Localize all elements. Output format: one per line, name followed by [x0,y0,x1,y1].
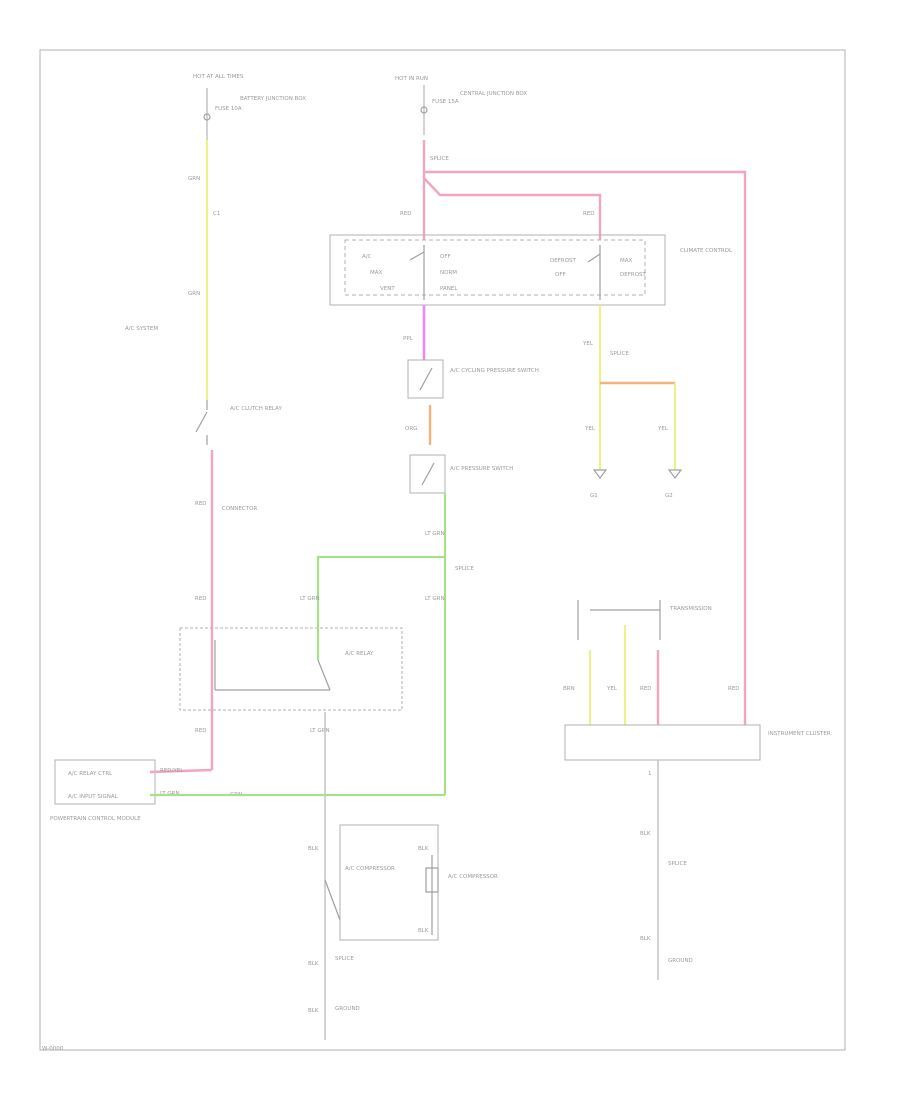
fuse-left-top: HOT AT ALL TIMES [193,74,244,80]
fuse-icon [203,113,211,121]
wire-comp-5: BLK [308,1008,319,1014]
ground-icon [592,469,608,479]
conn-left-1: C1 [213,211,220,217]
ground-icon [667,469,683,479]
wire-left-1: GRN [188,176,200,182]
ctrl-row-3b: NORM [440,270,457,276]
center-fuse-block: HOT IN RUN FUSE 15A CENTRAL JUNCTION BOX [395,76,527,135]
splice-center: SPLICE [430,156,449,162]
relay-left: A/C CLUTCH RELAY [195,400,282,445]
ctrl-row-3a: MAX [370,270,383,276]
switch-icon [195,411,208,433]
gnd-right: GROUND [668,958,693,964]
gnd-bottom: GROUND [335,1006,360,1012]
wire-right-1: YEL [582,341,594,347]
gnd-1: G1 [590,493,598,499]
pcm-pin-1: A/C RELAY CTRL [68,771,113,777]
cluster-name: INSTRUMENT CLUSTER [768,731,831,737]
trans-name: TRANSMISSION [669,606,712,612]
wire-ctr-7: LT GRN [425,596,445,602]
corner-id: W-0000 [42,1046,64,1052]
cluster-splice: SPLICE [668,861,687,867]
wire-ctr-1: RED [400,211,412,217]
transmission-connector: TRANSMISSION [577,600,712,640]
compressor-box: A/C COMPRESSOR A/C COMPRESSOR [324,824,498,941]
wire-trans-1: BRN [563,686,575,692]
ctrl-row-1a: A/C [362,254,372,260]
note-left: A/C SYSTEM [125,326,158,332]
ctrl-row-5b: PANEL [440,286,458,292]
wire-right-3: YEL [657,426,669,432]
coil-icon [425,867,439,893]
wire-pcm-red [149,768,213,774]
left-fuse-block: HOT AT ALL TIMES FUSE 10A BATTERY JUNCTI… [193,74,306,140]
diagram-frame [39,49,846,1051]
wire-comp-4: BLK [308,961,319,967]
pcm-name: POWERTRAIN CONTROL MODULE [50,816,141,822]
fuse-center-top: HOT IN RUN [395,76,428,82]
wire-left-5: RED [195,728,207,734]
comp-splice: SPLICE [335,956,354,962]
cluster-pin: 1 [648,771,652,777]
wire-left-2: GRN [188,291,200,297]
ctrl-row-4a: OFF [555,272,566,278]
wire-ctr-5: LT GRN [425,531,445,537]
wire-ctr-6: LT GRN [300,596,320,602]
wire-comp-1: BLK [308,846,319,852]
ctrl-row-5a: VENT [380,286,395,292]
ctrl-row-1b: OFF [440,254,451,260]
fuse-icon [420,106,428,114]
ctrl-row-2b: MAX [620,258,633,264]
pcm-pin-2: A/C INPUT SIGNAL [68,794,119,800]
comp-2: A/C COMPRESSOR [448,874,498,880]
wire-left-3: RED [195,501,207,507]
cycling-pressure-switch: A/C CYCLING PRESSURE SWITCH [407,359,539,399]
wire-ctr-2: RED [583,211,595,217]
fuse-left-desc: BATTERY JUNCTION BOX [240,96,306,102]
pcm-box: A/C RELAY CTRL A/C INPUT SIGNAL POWERTRA… [50,759,156,822]
ctrl-row-4b: DEFROST [620,272,647,278]
ctrl-name: CLIMATE CONTROL [680,248,733,254]
wire-top-red [424,170,747,725]
fuse-center-desc: CENTRAL JUNCTION BOX [460,91,527,97]
relay-left-name: A/C CLUTCH RELAY [230,406,282,412]
wire-ctr-8: LT GRN [310,728,330,734]
switch-icon [421,462,435,486]
switch-icon [419,367,433,391]
wire-trans-4: RED [728,686,740,692]
wire-right-2: YEL [584,426,596,432]
wire-mid-red [423,177,602,240]
relay-module: A/C RELAY [179,627,403,711]
wire-trans-2: YEL [606,686,618,692]
splice-right: SPLICE [610,351,629,357]
sw-high-name: A/C PRESSURE SWITCH [450,466,513,472]
wire-comp-2: BLK [418,846,429,852]
instrument-cluster: INSTRUMENT CLUSTER [564,724,831,761]
ctrl-row-2a: DEFROST [550,258,577,264]
fuse-left-id: FUSE 10A [215,106,242,112]
wire-cluster-1: BLK [640,831,651,837]
conn-left-2: CONNECTOR [222,506,257,512]
climate-control: CLIMATE CONTROL A/C OFF DEFROST MAX MAX … [329,234,733,306]
wire-comp-3: BLK [418,928,429,934]
sw-low-name: A/C CYCLING PRESSURE SWITCH [450,368,539,374]
comp-1: A/C COMPRESSOR [345,866,395,872]
fuse-center-id: FUSE 15A [432,99,459,105]
wire-ctr-3: PPL [403,336,414,342]
wire-left-4: RED [195,596,207,602]
wire-green-relay [316,555,445,660]
splice-lower: SPLICE [455,566,474,572]
high-pressure-switch: A/C PRESSURE SWITCH [409,454,513,494]
gnd-2: G2 [665,493,673,499]
wire-ctr-4: ORG [405,426,417,432]
module-left-name: A/C RELAY [345,651,374,657]
wire-trans-3: RED [640,686,652,692]
wire-cluster-2: BLK [640,936,651,942]
pcm-wire-1: RED/YEL [160,768,184,774]
